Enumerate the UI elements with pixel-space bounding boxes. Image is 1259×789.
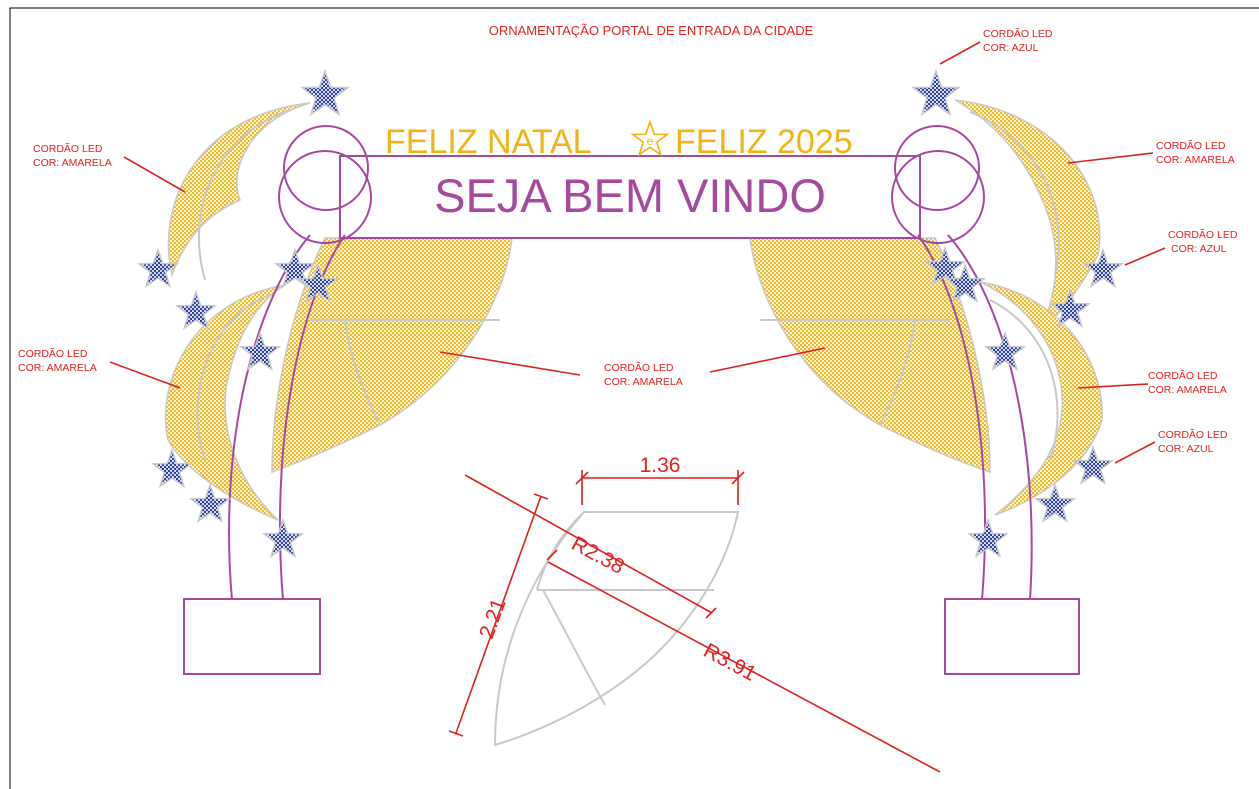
drawing-title: ORNAMENTAÇÃO PORTAL DE ENTRADA DA CIDADE	[489, 23, 814, 38]
label-line: COR: AMARELA	[18, 362, 97, 374]
label-line: CORDÃO LED	[983, 27, 1053, 40]
star-icon	[301, 70, 349, 116]
banner-connector-e: e	[647, 134, 654, 148]
label-line: COR: AMARELA	[604, 376, 683, 388]
right-upper-crescent	[954, 99, 1101, 333]
left-center-wing	[271, 237, 513, 474]
label-right-top-blue: CORDÃO LED COR: AZUL	[983, 27, 1053, 54]
dim-outer-radius: R3.91	[700, 639, 760, 686]
yellow-led-areas	[164, 99, 1103, 521]
dimension-lines	[448, 470, 941, 773]
left-lower-circle	[278, 150, 372, 244]
blue-led-stars	[138, 70, 1123, 557]
drawing-frame	[9, 7, 1259, 789]
crescent-inner-lines	[196, 109, 1060, 461]
star-icon	[912, 70, 960, 116]
label-line: COR: AZUL	[983, 42, 1039, 54]
label-left-upper-yellow: CORDÃO LED COR: AMARELA	[33, 142, 112, 169]
label-center-yellow: CORDÃO LED COR: AMARELA	[604, 361, 683, 388]
right-lower-circle	[891, 150, 985, 244]
label-line: CORDÃO LED	[604, 361, 674, 374]
label-line: CORDÃO LED	[1168, 228, 1238, 241]
star-icon	[240, 332, 280, 370]
label-left-lower-yellow: CORDÃO LED COR: AMARELA	[18, 347, 97, 374]
left-upper-crescent	[167, 102, 311, 278]
star-icon	[968, 519, 1008, 557]
banner-star-connector	[630, 119, 670, 157]
right-upper-circle	[894, 125, 980, 211]
dim-width: 1.36	[640, 454, 681, 477]
label-line: CORDÃO LED	[33, 142, 103, 155]
wing-detail	[493, 511, 740, 747]
star-icon	[263, 519, 303, 557]
banner-line2: SEJA BEM VINDO	[434, 169, 826, 222]
leader-lines	[109, 41, 1166, 464]
left-lower-crescent	[164, 284, 286, 521]
banner	[278, 125, 985, 244]
label-right-lower-yellow: CORDÃO LED COR: AMARELA	[1148, 369, 1227, 396]
label-line: CORDÃO LED	[1156, 139, 1226, 152]
label-line: CORDÃO LED	[1148, 369, 1218, 382]
banner-line1-left: FELIZ NATAL	[385, 123, 592, 161]
label-line: CORDÃO LED	[1158, 428, 1228, 441]
banner-line1-right: FELIZ 2025	[675, 123, 853, 161]
right-center-wing	[749, 237, 991, 474]
label-right-upper-yellow: CORDÃO LED COR: AMARELA	[1156, 139, 1235, 166]
label-line: COR: AMARELA	[1148, 384, 1227, 396]
dim-inner-radius: R2.38	[568, 532, 628, 579]
left-upper-circle	[283, 125, 369, 211]
label-line: COR: AZUL	[1158, 443, 1214, 455]
label-line: COR: AMARELA	[1156, 154, 1235, 166]
label-line: COR: AMARELA	[33, 157, 112, 169]
right-lower-crescent	[979, 281, 1103, 516]
star-icon	[985, 332, 1025, 370]
dim-height: 2.21	[475, 595, 511, 641]
label-line: CORDÃO LED	[18, 347, 88, 360]
label-line: COR: AZUL	[1171, 243, 1227, 255]
label-right-mid-blue: CORDÃO LED COR: AZUL	[1168, 228, 1238, 255]
label-right-bottom-blue: CORDÃO LED COR: AZUL	[1158, 428, 1228, 455]
